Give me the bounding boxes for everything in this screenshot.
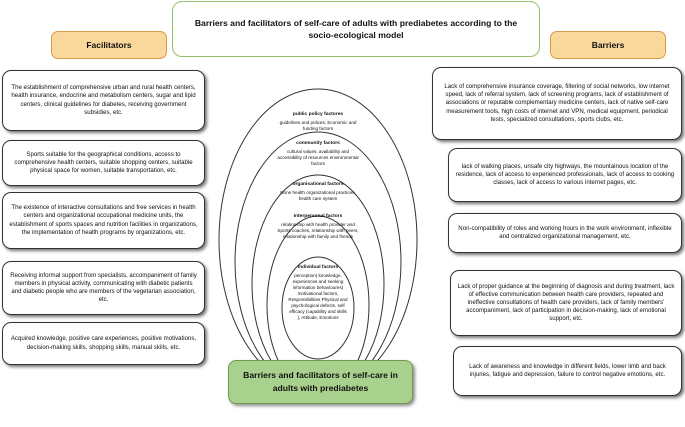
barriers-header: Barriers xyxy=(550,31,666,59)
level-text: None health organizational practices, he… xyxy=(280,189,356,201)
level-heading: Interpersonal factors xyxy=(293,214,343,219)
level-text: guidelines and polices, Economic and fun… xyxy=(279,119,357,131)
level-text: cultural values, availability and access… xyxy=(277,148,359,166)
level-heading: community factors xyxy=(296,141,340,146)
ring-public-policy xyxy=(218,88,418,392)
facilitator-text: The existence of interactive consultatio… xyxy=(9,204,198,236)
diagram-title: Barriers and facilitators of self-care o… xyxy=(172,1,540,57)
facilitator-box-community: Sports suitable for the geographical con… xyxy=(2,140,205,186)
barrier-text: lack of walking places, unsafe city high… xyxy=(455,162,675,187)
level-heading: Individual factors xyxy=(297,265,339,270)
barrier-box-individual: Lack of awareness and knowledge in diffe… xyxy=(453,346,682,396)
facilitator-box-public-policy: The establishment of comprehensive urban… xyxy=(2,70,205,131)
level-text: perception( knowledge, experiences and s… xyxy=(288,272,348,320)
facilitator-text: Sports suitable for the geographical con… xyxy=(14,150,193,175)
facilitator-box-interpersonal: Receiving informal support from speciali… xyxy=(2,261,205,315)
barrier-box-organisational: Non-compatibility of roles and working h… xyxy=(448,213,682,253)
ring-community xyxy=(234,131,402,393)
level-text: relationship with health provider and Sp… xyxy=(277,221,359,239)
facilitator-text: Acquired knowledge, positive care experi… xyxy=(10,335,197,351)
level-public-policy: public policy factores guidelines and po… xyxy=(276,112,360,132)
facilitator-box-individual: Acquired knowledge, positive care experi… xyxy=(2,322,205,365)
barrier-text: Lack of proper guidance at the beginning… xyxy=(457,282,675,323)
barrier-box-interpersonal: Lack of proper guidance at the beginning… xyxy=(450,270,682,336)
barrier-box-community: lack of walking places, unsafe city high… xyxy=(448,148,682,202)
ring-individual xyxy=(281,256,355,360)
central-label: Barriers and facilitators of self-care i… xyxy=(228,360,413,404)
barrier-text: Lack of comprehensive insurance coverage… xyxy=(444,83,670,123)
facilitator-text: Receiving informal support from speciali… xyxy=(10,271,197,304)
level-individual: Individual factors perception( knowledge… xyxy=(288,265,348,321)
barrier-text: Lack of awareness and knowledge in diffe… xyxy=(469,362,666,378)
facilitator-box-organisational: The existence of interactive consultatio… xyxy=(2,192,205,249)
level-organisational: organisational factors None health organ… xyxy=(280,182,356,202)
barrier-text: Non-compatibility of roles and working h… xyxy=(458,224,672,240)
facilitators-header: Facilitators xyxy=(51,31,167,59)
level-heading: public policy factores xyxy=(292,112,344,117)
level-heading: organisational factors xyxy=(292,182,344,187)
barrier-box-public-policy: Lack of comprehensive insurance coverage… xyxy=(432,67,682,140)
level-interpersonal: Interpersonal factors relationship with … xyxy=(276,214,360,240)
level-community: community factors cultural values, avail… xyxy=(275,141,361,167)
facilitator-text: The establishment of comprehensive urban… xyxy=(11,84,196,116)
